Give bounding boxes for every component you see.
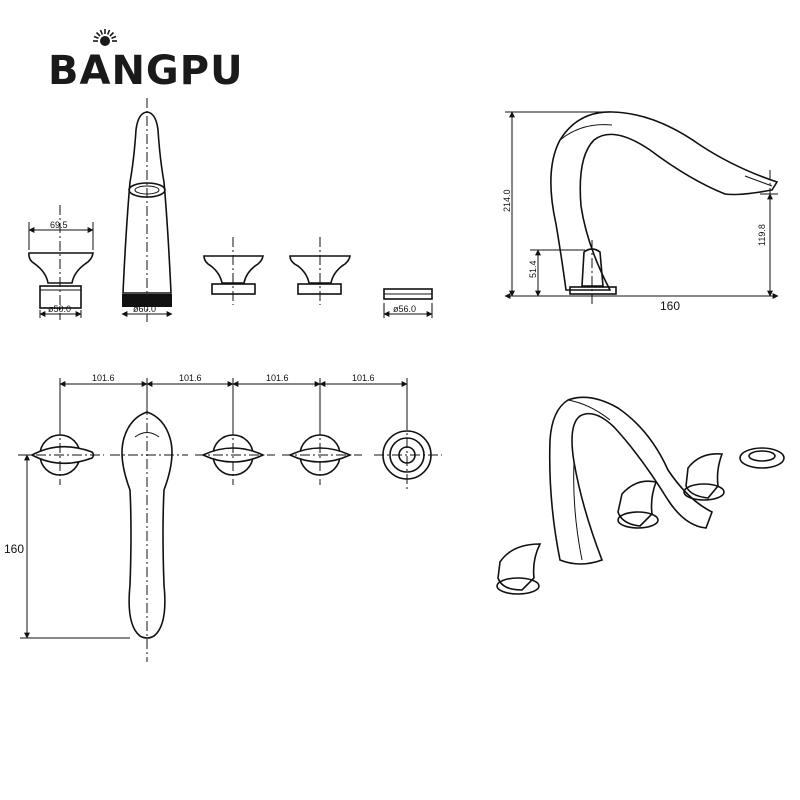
dim-drain-base: ø56.0 <box>393 304 416 314</box>
isometric-view <box>496 396 785 595</box>
spout-top <box>110 405 188 662</box>
brand-logo: BANGPU <box>48 29 244 94</box>
dim-base-height: 51.4 <box>528 260 538 278</box>
spout-front: ø60.0 <box>121 98 173 322</box>
handle-iso-middle <box>617 480 659 529</box>
front-elevation-view: 69.5 ø50.0 ø60.0 <box>28 98 433 322</box>
side-elevation-view: 214.0 51.4 119.8 160 <box>502 111 779 313</box>
handle-middle-left-front <box>203 237 264 305</box>
handle-left-top <box>18 425 104 485</box>
dim-reach: 160 <box>660 299 680 313</box>
brand-wordmark: BANGPU <box>48 48 244 94</box>
dim-spacing-2: 101.6 <box>179 373 202 383</box>
handle-middle-right-front <box>289 237 351 305</box>
dim-spacing-4: 101.6 <box>352 373 375 383</box>
handle-iso-left <box>496 543 542 595</box>
dim-depth: 160 <box>4 542 24 556</box>
handle-middle-right-top <box>282 425 362 485</box>
dim-spacing-3: 101.6 <box>266 373 289 383</box>
handle-left-front: 69.5 ø50.0 <box>28 205 94 320</box>
drain-top <box>374 420 442 490</box>
dim-handle-base: ø50.0 <box>48 304 71 314</box>
top-plan-view: 101.6 101.6 101.6 101.6 160 <box>4 373 442 662</box>
sunburst-icon <box>93 29 117 46</box>
dim-handle-width: 69.5 <box>50 220 68 230</box>
dim-total-height: 214.0 <box>502 189 512 212</box>
dim-outlet-height: 119.8 <box>757 224 767 246</box>
dim-spout-base: ø60.0 <box>133 304 156 314</box>
dim-spacing-1: 101.6 <box>92 373 115 383</box>
drain-front: ø56.0 <box>383 288 433 318</box>
handle-middle-left-top <box>195 425 275 485</box>
handle-iso-right <box>683 452 725 501</box>
